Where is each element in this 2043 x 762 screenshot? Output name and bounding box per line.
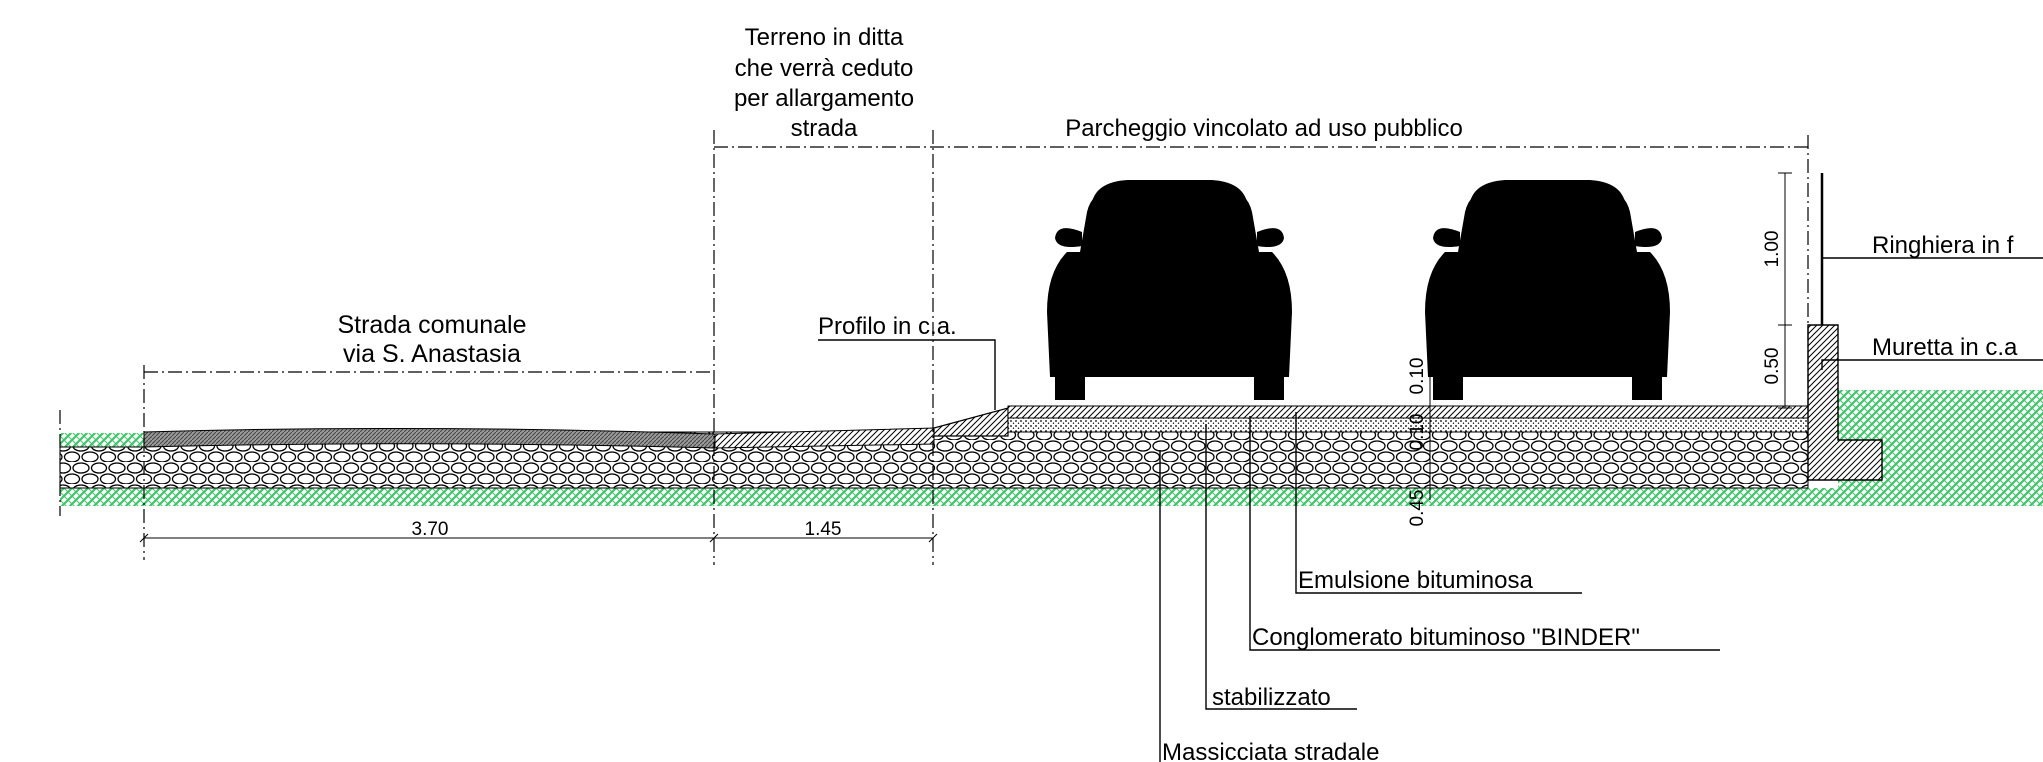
muretta-wall xyxy=(1807,324,1883,481)
reference-lines xyxy=(59,130,1809,565)
parcheggio-label: Parcheggio vincolato ad uso pubblico xyxy=(1065,115,1463,142)
dim-layer-base: 0.45 xyxy=(1407,490,1428,527)
conglomerato-label: Conglomerato bituminoso "BINDER" xyxy=(1252,624,1640,651)
dim-strip-width: 1.45 xyxy=(805,519,842,540)
dimension-lines xyxy=(139,172,1792,543)
massicciata-label: Massicciata stradale xyxy=(1162,739,1379,762)
strada-line-1: Strada comunale xyxy=(337,311,526,339)
terreno-label: Terreno in ditta che verrà ceduto per al… xyxy=(734,24,914,142)
terreno-line-4: strada xyxy=(791,115,858,142)
profilo-label: Profilo in c.a. xyxy=(818,313,957,340)
terreno-line-1: Terreno in ditta xyxy=(745,24,904,51)
dim-railing-height: 1.00 xyxy=(1762,231,1783,268)
strada-line-2: via S. Anastasia xyxy=(343,340,521,368)
leader-lines xyxy=(818,257,2043,762)
existing-road-asphalt xyxy=(143,427,935,449)
dim-wall-height: 0.50 xyxy=(1762,348,1783,385)
profilo-ca-curb xyxy=(933,407,1009,437)
stabilizzato-label: stabilizzato xyxy=(1212,684,1331,711)
terreno-line-3: per allargamento xyxy=(734,85,914,112)
terreno-line-2: che verrà ceduto xyxy=(735,55,914,82)
dim-layer-top: 0.10 xyxy=(1407,358,1428,395)
ringhiera-label: Ringhiera in f xyxy=(1872,232,2014,259)
car-2 xyxy=(1425,180,1670,400)
dim-road-width: 3.70 xyxy=(412,519,449,540)
strada-label: Strada comunale via S. Anastasia xyxy=(337,311,526,368)
ground-layer xyxy=(60,390,2043,506)
dim-layer-mid: 0.10 xyxy=(1407,414,1428,451)
muretta-label: Muretta in c.a xyxy=(1872,334,2018,361)
emulsione-label: Emulsione bituminosa xyxy=(1298,567,1533,594)
car-1 xyxy=(1047,180,1292,400)
